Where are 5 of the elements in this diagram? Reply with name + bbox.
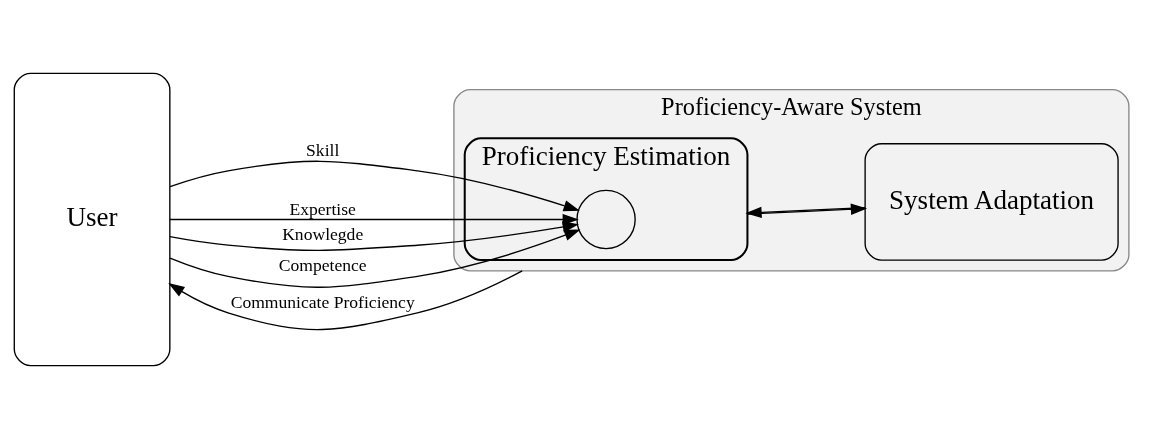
edge-label: Expertise bbox=[289, 198, 356, 219]
edge-label: Skill bbox=[306, 140, 340, 161]
edge-label: Knowlegde bbox=[282, 224, 364, 245]
edge-label: Competence bbox=[278, 255, 367, 276]
edge-label: Communicate Proficiency bbox=[230, 291, 415, 312]
